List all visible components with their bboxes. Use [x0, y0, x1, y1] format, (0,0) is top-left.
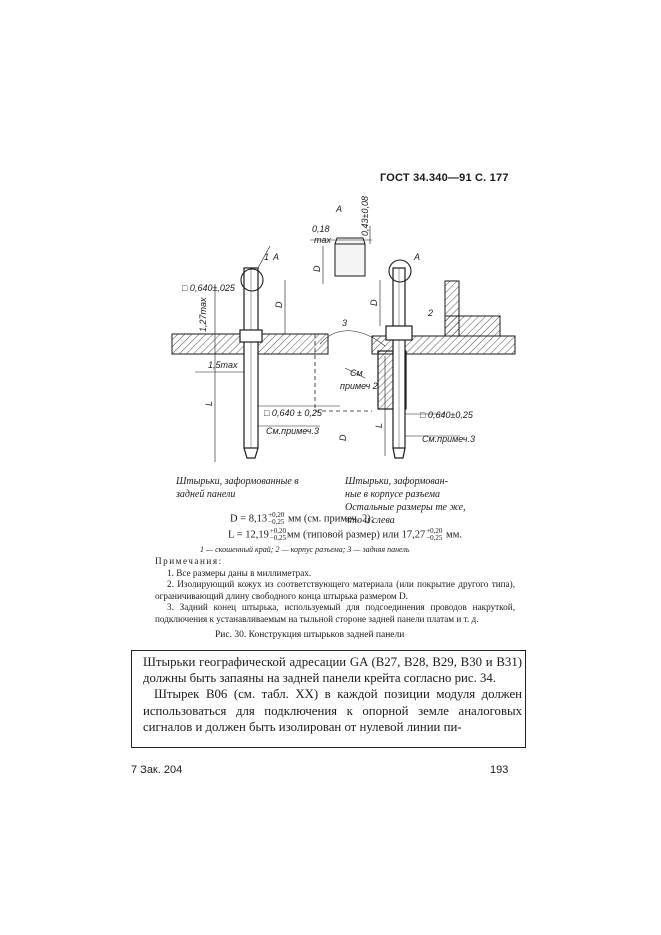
note-2: 2. Изолирующий кожух из соответствующего…	[155, 579, 515, 601]
pin-construction-drawing: A 0,18 max 0,43±0,08 D D L D D L □ 0,640…	[160, 196, 520, 471]
formula-l-mid: мм (типовой размер) или 17,27	[287, 529, 426, 541]
formula-l-up2: +0,20	[426, 527, 443, 535]
box-paragraph-2: Штырек B06 (см. табл. XX) в каждой позиц…	[143, 687, 522, 734]
dim-square-left: □ 0,640±,025	[182, 283, 236, 293]
see-note2-a: См	[350, 368, 363, 378]
ref-3: 3	[342, 318, 347, 328]
dim-top-width-sub: max	[314, 235, 332, 245]
box-paragraph-1: Штырьки географической адресации GA (B27…	[143, 655, 522, 686]
dim-square-left2: □ 0,640 ± 0,25	[264, 408, 323, 418]
see-note2-b: примеч 2	[340, 381, 378, 391]
formula-l-tolerance: +0,20−0,25	[270, 528, 286, 542]
dim-square-right: □ 0,640±0,25	[420, 410, 474, 420]
caption-left-line1: Штырьки, заформованные в	[176, 476, 299, 487]
dim-l-right: L	[374, 423, 384, 428]
figure-legend: 1 — скошенный край; 2 — корпус разъема; …	[200, 545, 410, 554]
formula-l-up: +0,20	[269, 527, 287, 535]
formula-d-lhs: D = 8,13	[230, 513, 268, 525]
note-1: 1. Все размеры даны в миллиметрах.	[167, 567, 312, 578]
caption-right-line4: что и слева	[345, 515, 395, 526]
dim-top-height: 0,43±0,08	[360, 196, 370, 236]
caption-right-line2: ные в корпусе разъема	[345, 489, 441, 500]
ref-1: 1	[264, 252, 269, 262]
formula-l-tolerance2: +0,20−0,25	[426, 528, 442, 542]
formula-l-down: −0,25	[269, 534, 287, 542]
dim-127max: 1,27max	[198, 297, 208, 332]
formula-l: L = 12,19+0,20−0,25мм (типовой размер) и…	[228, 528, 462, 542]
formula-d-rhs: мм (см. примеч. 2);	[287, 513, 374, 525]
ref-2: 2	[427, 308, 433, 318]
dim-top-width: 0,18	[312, 224, 330, 234]
caption-left: Штырьки, заформованные в задней панели	[176, 475, 299, 501]
framed-text-box: Штырьки географической адресации GA (B27…	[131, 650, 526, 748]
dim-l-left: L	[204, 401, 214, 406]
formula-d-tolerance: +0,20−0,25	[268, 512, 284, 526]
footer-page-number: 193	[490, 764, 509, 776]
technical-drawing-svg: A 0,18 max 0,43±0,08 D D L D D L □ 0,640…	[171, 196, 516, 462]
dim-d-left: D	[274, 301, 284, 308]
caption-right-line1: Штырьки, заформован-	[345, 476, 448, 487]
caption-right: Штырьки, заформован- ные в корпусе разъе…	[345, 475, 466, 527]
formula-d: D = 8,13+0,20−0,25 мм (см. примеч. 2);	[230, 512, 374, 526]
view-label-a: A	[335, 204, 342, 214]
formula-l-lhs: L = 12,19	[228, 529, 269, 541]
view-label-a-right: A	[413, 252, 420, 262]
page-header: ГОСТ 34.340—91 С. 177	[380, 172, 509, 184]
see-note3-left: См.примеч.3	[266, 426, 319, 436]
formula-d-down: −0,25	[268, 518, 285, 526]
caption-left-line2: задней панели	[176, 489, 236, 500]
figure-caption: Рис. 30. Конструкция штырьков задней пан…	[215, 630, 405, 640]
dim-d-bottom: D	[338, 434, 348, 441]
dim-15max: 1,5max	[208, 360, 238, 370]
dim-d-top: D	[312, 265, 322, 272]
formula-l-rhs: мм.	[446, 529, 462, 541]
formula-d-up: +0,20	[268, 511, 285, 519]
view-label-a-left: A	[272, 252, 279, 262]
formula-l-down2: −0,25	[426, 534, 443, 542]
notes-block: Примечания: 1. Все размеры даны в миллим…	[155, 556, 515, 625]
see-note3-right: См.примеч.3	[422, 434, 475, 444]
footer-order-number: 7 Зак. 204	[131, 764, 183, 776]
notes-title: Примечания:	[155, 556, 223, 566]
dim-d-right: D	[369, 299, 379, 306]
note-3: 3. Задний конец штырька, используемый дл…	[155, 602, 515, 624]
caption-right-line3: Остальные размеры те же,	[345, 502, 466, 513]
